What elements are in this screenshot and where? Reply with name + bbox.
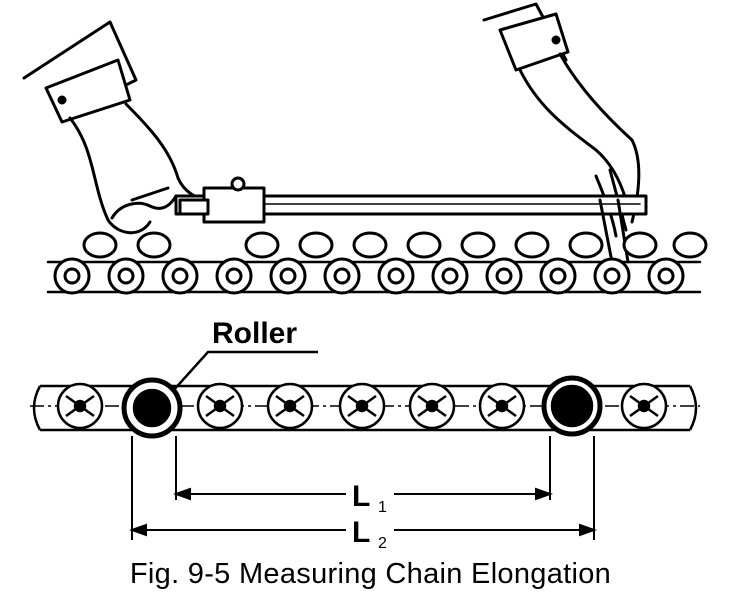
- chain-top-rollers: [53, 257, 685, 295]
- figure-caption: Fig. 9-5 Measuring Chain Elongation: [129, 558, 612, 590]
- highlighted-roller-right: [541, 375, 603, 437]
- chain-pin-links: [56, 382, 668, 430]
- left-sleeve: [22, 20, 138, 124]
- figure-canvas: Roller: [22, 2, 708, 552]
- chain-side-view: [30, 375, 700, 439]
- l1-dimension-line: [173, 487, 553, 501]
- l2-dimension-line: [129, 523, 597, 537]
- chain-top-back-rollers: [82, 231, 708, 259]
- chain-top: [46, 231, 708, 295]
- roller-leader-line: [171, 350, 318, 393]
- l1-label: L: [352, 480, 370, 513]
- roller-label: Roller: [212, 317, 297, 350]
- vernier-caliper: [174, 176, 648, 264]
- caliper-on-chain-illustration: [22, 2, 708, 295]
- highlighted-roller-left: [121, 377, 183, 439]
- right-sleeve: [482, 2, 570, 72]
- l2-label: L: [352, 516, 370, 549]
- l2-subscript: 2: [378, 535, 387, 552]
- l1-subscript: 1: [378, 499, 387, 516]
- dimension-lines: [129, 436, 597, 540]
